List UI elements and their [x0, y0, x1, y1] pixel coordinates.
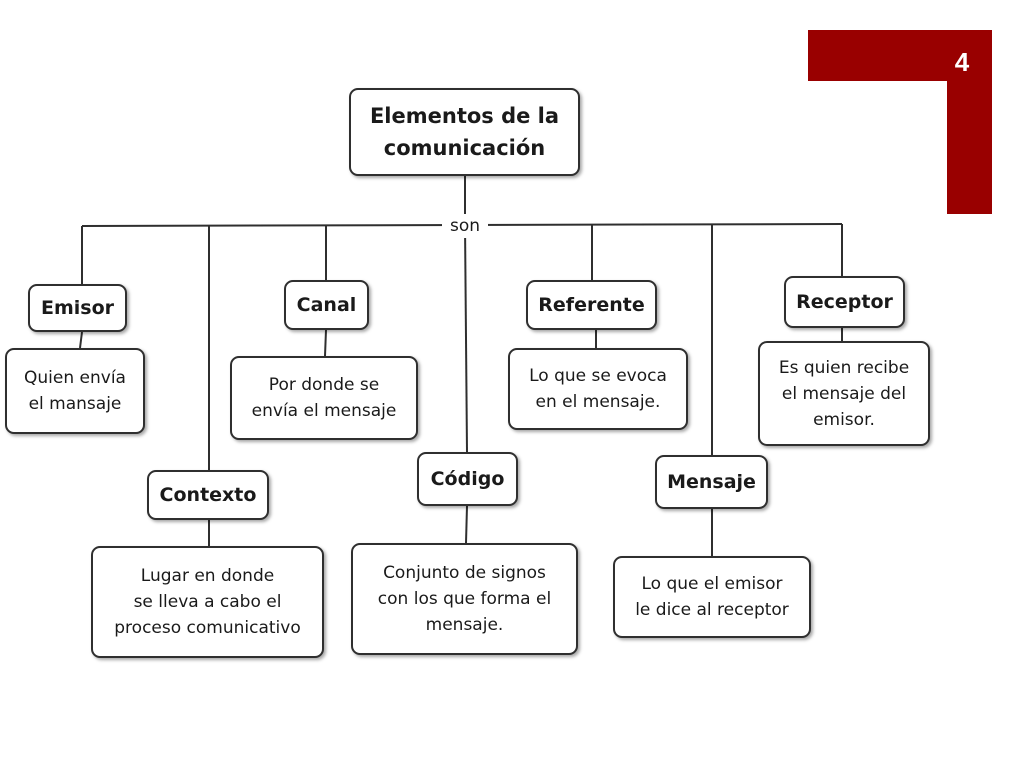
link-line-canal: [324, 329, 327, 357]
concept-node-contexto: Contexto: [147, 470, 269, 520]
description-node-canal: Por donde se envía el mensaje: [230, 356, 418, 440]
description-node-mensaje: Lo que el emisor le dice al receptor: [613, 556, 811, 638]
concept-node-canal: Canal: [284, 280, 369, 330]
concept-node-receptor: Receptor: [784, 276, 905, 328]
description-node-referente: Lo que se evoca en el mensaje.: [508, 348, 688, 430]
description-node-receptor: Es quien recibe el mensaje del emisor.: [758, 341, 930, 446]
concept-node-emisor: Emisor: [28, 284, 127, 332]
root-node: Elementos de la comunicación: [349, 88, 580, 176]
link-line-emisor: [79, 331, 83, 349]
description-node-emisor: Quien envía el mansaje: [5, 348, 145, 434]
corner-frame-side: [947, 30, 992, 214]
description-node-contexto: Lugar en donde se lleva a cabo el proces…: [91, 546, 324, 658]
connector-label: son: [442, 214, 488, 238]
description-node-codigo: Conjunto de signos con los que forma el …: [351, 543, 578, 655]
concept-node-mensaje: Mensaje: [655, 455, 768, 509]
concept-node-codigo: Código: [417, 452, 518, 506]
page-number: 4: [954, 46, 970, 77]
link-line-codigo: [465, 505, 468, 544]
drop-line-codigo: [464, 223, 468, 453]
concept-node-referente: Referente: [526, 280, 657, 330]
